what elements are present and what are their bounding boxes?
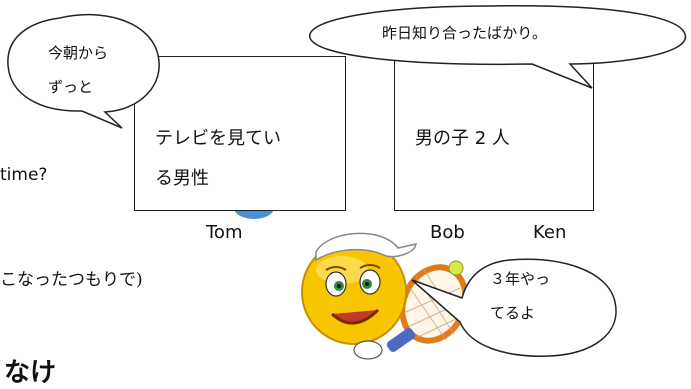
since-morning-text: 今朝から ずっと xyxy=(48,44,109,96)
tv-man-box: テレビを見てい る男性 xyxy=(134,56,346,211)
name-tom: Tom xyxy=(206,222,243,243)
tv-man-label: テレビを見てい る男性 xyxy=(155,128,281,189)
tennis-ball-icon xyxy=(448,260,464,276)
speech-bubble-met-yesterday xyxy=(309,5,686,89)
three-years-text: ３年やっ てるよ xyxy=(490,270,551,322)
speech-bubble-three-years xyxy=(411,258,617,357)
smiley-tennis-player-icon xyxy=(301,232,469,360)
note-fragment: こなったつもりで) xyxy=(0,270,143,290)
speech-bubble-since-morning xyxy=(7,13,160,129)
name-ken: Ken xyxy=(533,222,567,243)
name-bob: Bob xyxy=(430,222,465,243)
question-fragment: time? xyxy=(0,165,48,185)
met-yesterday-text: 昨日知り合ったばかり。 xyxy=(382,24,548,42)
two-boys-label: 男の子 2 人 xyxy=(415,128,510,149)
bottom-heading-fragment: なけ xyxy=(4,358,57,388)
